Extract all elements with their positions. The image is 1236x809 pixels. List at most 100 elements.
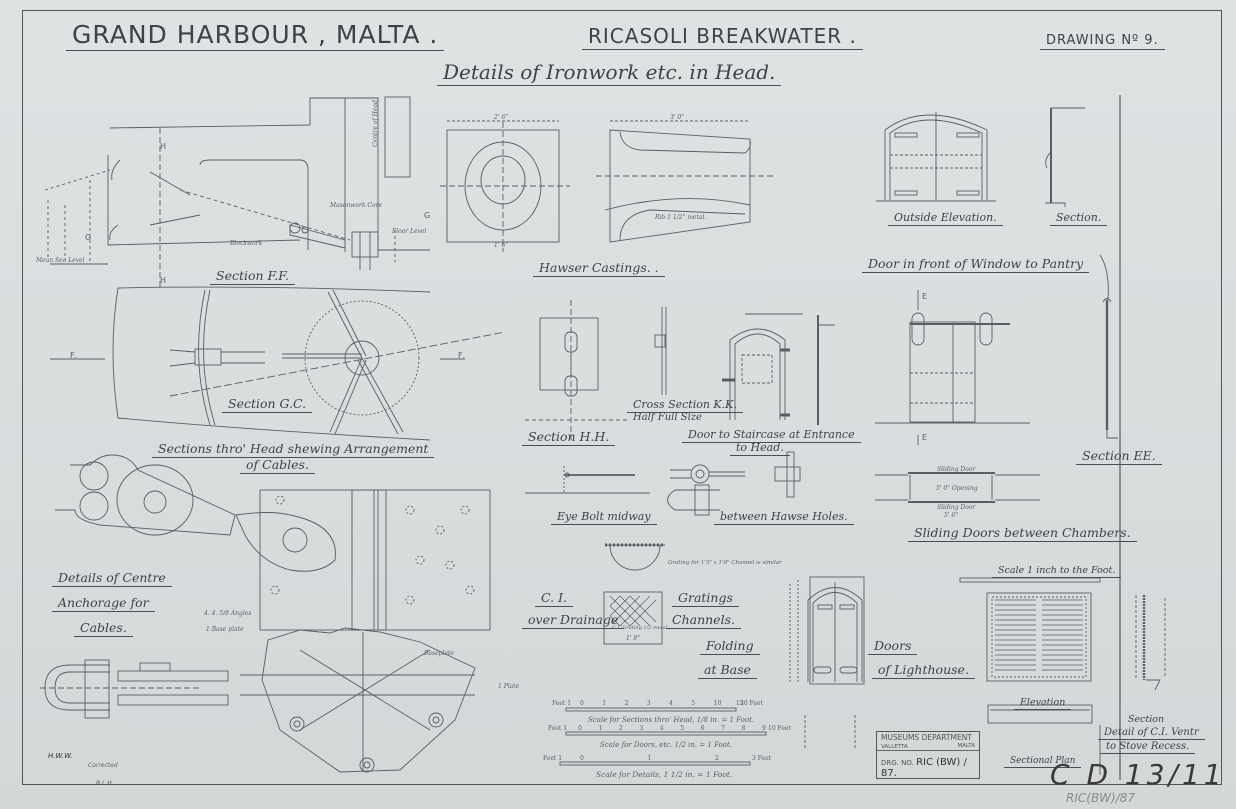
note-ci-grating: C.I. Grating 1/2 metal xyxy=(612,625,668,631)
caption-outside-elevation: Outside Elevation. xyxy=(888,211,1003,226)
caption-scale-inch: Scale 1 inch to the Foot. xyxy=(992,565,1122,578)
scale-3-label: Scale for Details, 1 1/2 in. = 1 Foot. xyxy=(596,770,733,779)
caption-eye-bolt: Eye Bolt midway xyxy=(551,510,657,525)
note-sliding-door-bottom: Sliding Door xyxy=(937,504,976,511)
mark-f-right: F. xyxy=(458,351,466,360)
caption-half-full-size: Half Full Size xyxy=(633,412,702,423)
initials-corrected: Corrected xyxy=(88,762,118,769)
caption-section-ff: Section F.F. xyxy=(210,268,295,285)
scale-tick-label: 7 xyxy=(721,725,725,732)
section-ff-drawing xyxy=(44,96,430,290)
caption-gratings: Gratings xyxy=(672,590,739,607)
mark-e-bottom: E xyxy=(922,433,929,442)
scale-tick-label: 8 xyxy=(741,725,746,732)
caption-sectional-plan: Sectional Plan xyxy=(1004,756,1082,768)
scale-1-right: 20 Feet xyxy=(740,700,763,707)
caption-cross-section-kk: Cross Section K.K. xyxy=(627,398,743,413)
mark-h-bottom: H xyxy=(160,276,168,285)
dim-3-0: 3' 0" xyxy=(670,114,684,121)
mark-e-top: E xyxy=(922,292,929,301)
scale-tick-label: 0 xyxy=(580,755,584,762)
scale-tick-label: 6 xyxy=(700,725,705,732)
scale-tick-label: 4 xyxy=(659,725,664,732)
mark-f-left: F. xyxy=(70,351,78,360)
title-grand-harbour: GRAND HARBOUR , MALTA . xyxy=(66,20,445,51)
note-masonry-core: Masonwork Core xyxy=(330,202,383,209)
caption-doors: Doors xyxy=(868,638,918,655)
lighthouse-door-drawing xyxy=(789,576,865,750)
note-base-plate: 1 Base plate xyxy=(206,626,244,633)
scale-tick-label: 9 xyxy=(762,725,766,732)
dim-1-8: 1' 8" xyxy=(626,635,640,642)
door-staircase-drawing xyxy=(654,307,835,425)
eye-bolt-drawing xyxy=(525,451,801,516)
section-hh-drawing xyxy=(525,300,630,440)
initials-blh: B.L.H. xyxy=(96,780,114,787)
caption-door-staircase-1: Door to Staircase at Entrance xyxy=(682,428,861,443)
note-floor-level: Floor Level xyxy=(392,228,427,235)
note-centre-of-head: Centre of Head xyxy=(371,100,379,147)
dim-2-6: 2' 6" xyxy=(494,114,508,121)
caption-at-base: at Base xyxy=(698,662,757,679)
caption-door-staircase-2: to Head. xyxy=(730,441,790,456)
grating-drawing xyxy=(603,543,665,645)
mark-g-right: G xyxy=(424,211,432,220)
caption-centre-1: Details of Centre xyxy=(52,570,172,587)
stamp-department: MUSEUMS DEPARTMENT xyxy=(881,733,972,742)
scale-tick-label: 2 xyxy=(618,725,623,732)
caption-hawser-castings: Hawser Castings. . xyxy=(533,260,665,277)
caption-section: Section. xyxy=(1050,211,1108,226)
museum-stamp: MUSEUMS DEPARTMENT VALLETTA MALTA DRG. N… xyxy=(876,731,980,779)
scale-3-left: Feet 1 xyxy=(543,755,563,762)
drawing-border xyxy=(22,10,1222,785)
scale-tick-label: 0 xyxy=(578,725,582,732)
note-plate: 1 Plate xyxy=(498,683,520,690)
caption-ci: C. I. xyxy=(535,590,573,607)
caption-door-pantry: Door in front of Window to Pantry xyxy=(862,256,1090,273)
scale-tick-label: 10 xyxy=(713,700,722,707)
scale-3-right: 3 Feet xyxy=(752,755,772,762)
scale-2-right: 10 Feet xyxy=(768,725,791,732)
note-mean-sea-level: Mean Sea Level xyxy=(36,257,85,264)
sliding-door-drawing xyxy=(875,254,1118,445)
caption-sections-head-1: Sections thro' Head shewing Arrangement xyxy=(152,441,435,458)
caption-channels: Channels. xyxy=(666,612,741,629)
caption-lighthouse: of Lighthouse. xyxy=(872,662,975,679)
scale-1-left: Feet 1 xyxy=(552,700,572,707)
scale-2-label: Scale for Doors, etc. 1/2 in. = 1 Foot. xyxy=(600,741,733,749)
scale-1-label: Scale for Sections thro' Head, 1/8 in. =… xyxy=(588,716,755,724)
scale-tick-label: 3 xyxy=(639,725,644,732)
note-opening: 5' 0" Opening xyxy=(936,485,978,492)
stamp-drg-number: RIC (BW) / 87. xyxy=(881,757,967,779)
scale-bars xyxy=(559,707,767,766)
hawser-castings-drawing xyxy=(440,120,775,252)
mark-h-top: H xyxy=(160,142,168,151)
caption-hawse-holes: between Hawse Holes. xyxy=(714,510,854,525)
caption-vent-2: to Stove Recess. xyxy=(1100,741,1196,754)
scale-tick-label: 1 xyxy=(602,700,607,707)
stamp-drg-label: DRG. NO. xyxy=(881,759,914,767)
centre-anchorage-drawing xyxy=(40,454,491,773)
note-angles: 4. 4. 5/8 Angles xyxy=(204,610,252,617)
handwritten-reference: C D 13/11 xyxy=(1050,758,1226,791)
mark-g-left: G xyxy=(85,233,93,242)
stamp-city: VALLETTA xyxy=(881,744,908,750)
dim-5-6: 5' 6" xyxy=(944,512,958,519)
stamp-country: MALTA xyxy=(957,743,975,749)
vent-grating-drawing xyxy=(959,577,1166,775)
caption-section-ee: Section EE. xyxy=(1076,448,1162,465)
caption-centre-2: Anchorage for xyxy=(52,595,155,612)
caption-section-hh: Section H.H. xyxy=(522,429,616,446)
note-baseplate: Baseplate xyxy=(424,650,454,657)
dim-1-6: 1' 6" xyxy=(494,242,508,249)
scale-tick-label: 1 xyxy=(598,725,603,732)
caption-vent-1: Detail of C.I. Ventr xyxy=(1098,727,1205,740)
drawing-number: DRAWING Nº 9. xyxy=(1040,33,1165,50)
scale-2-left: Feet 1 xyxy=(548,725,568,732)
scale-tick-label: 3 xyxy=(646,700,651,707)
caption-section-vent: Section xyxy=(1128,714,1165,725)
scale-tick-label: 5 xyxy=(680,725,685,732)
note-rib-metal: Rib 1 1/2" metal. xyxy=(655,214,707,221)
